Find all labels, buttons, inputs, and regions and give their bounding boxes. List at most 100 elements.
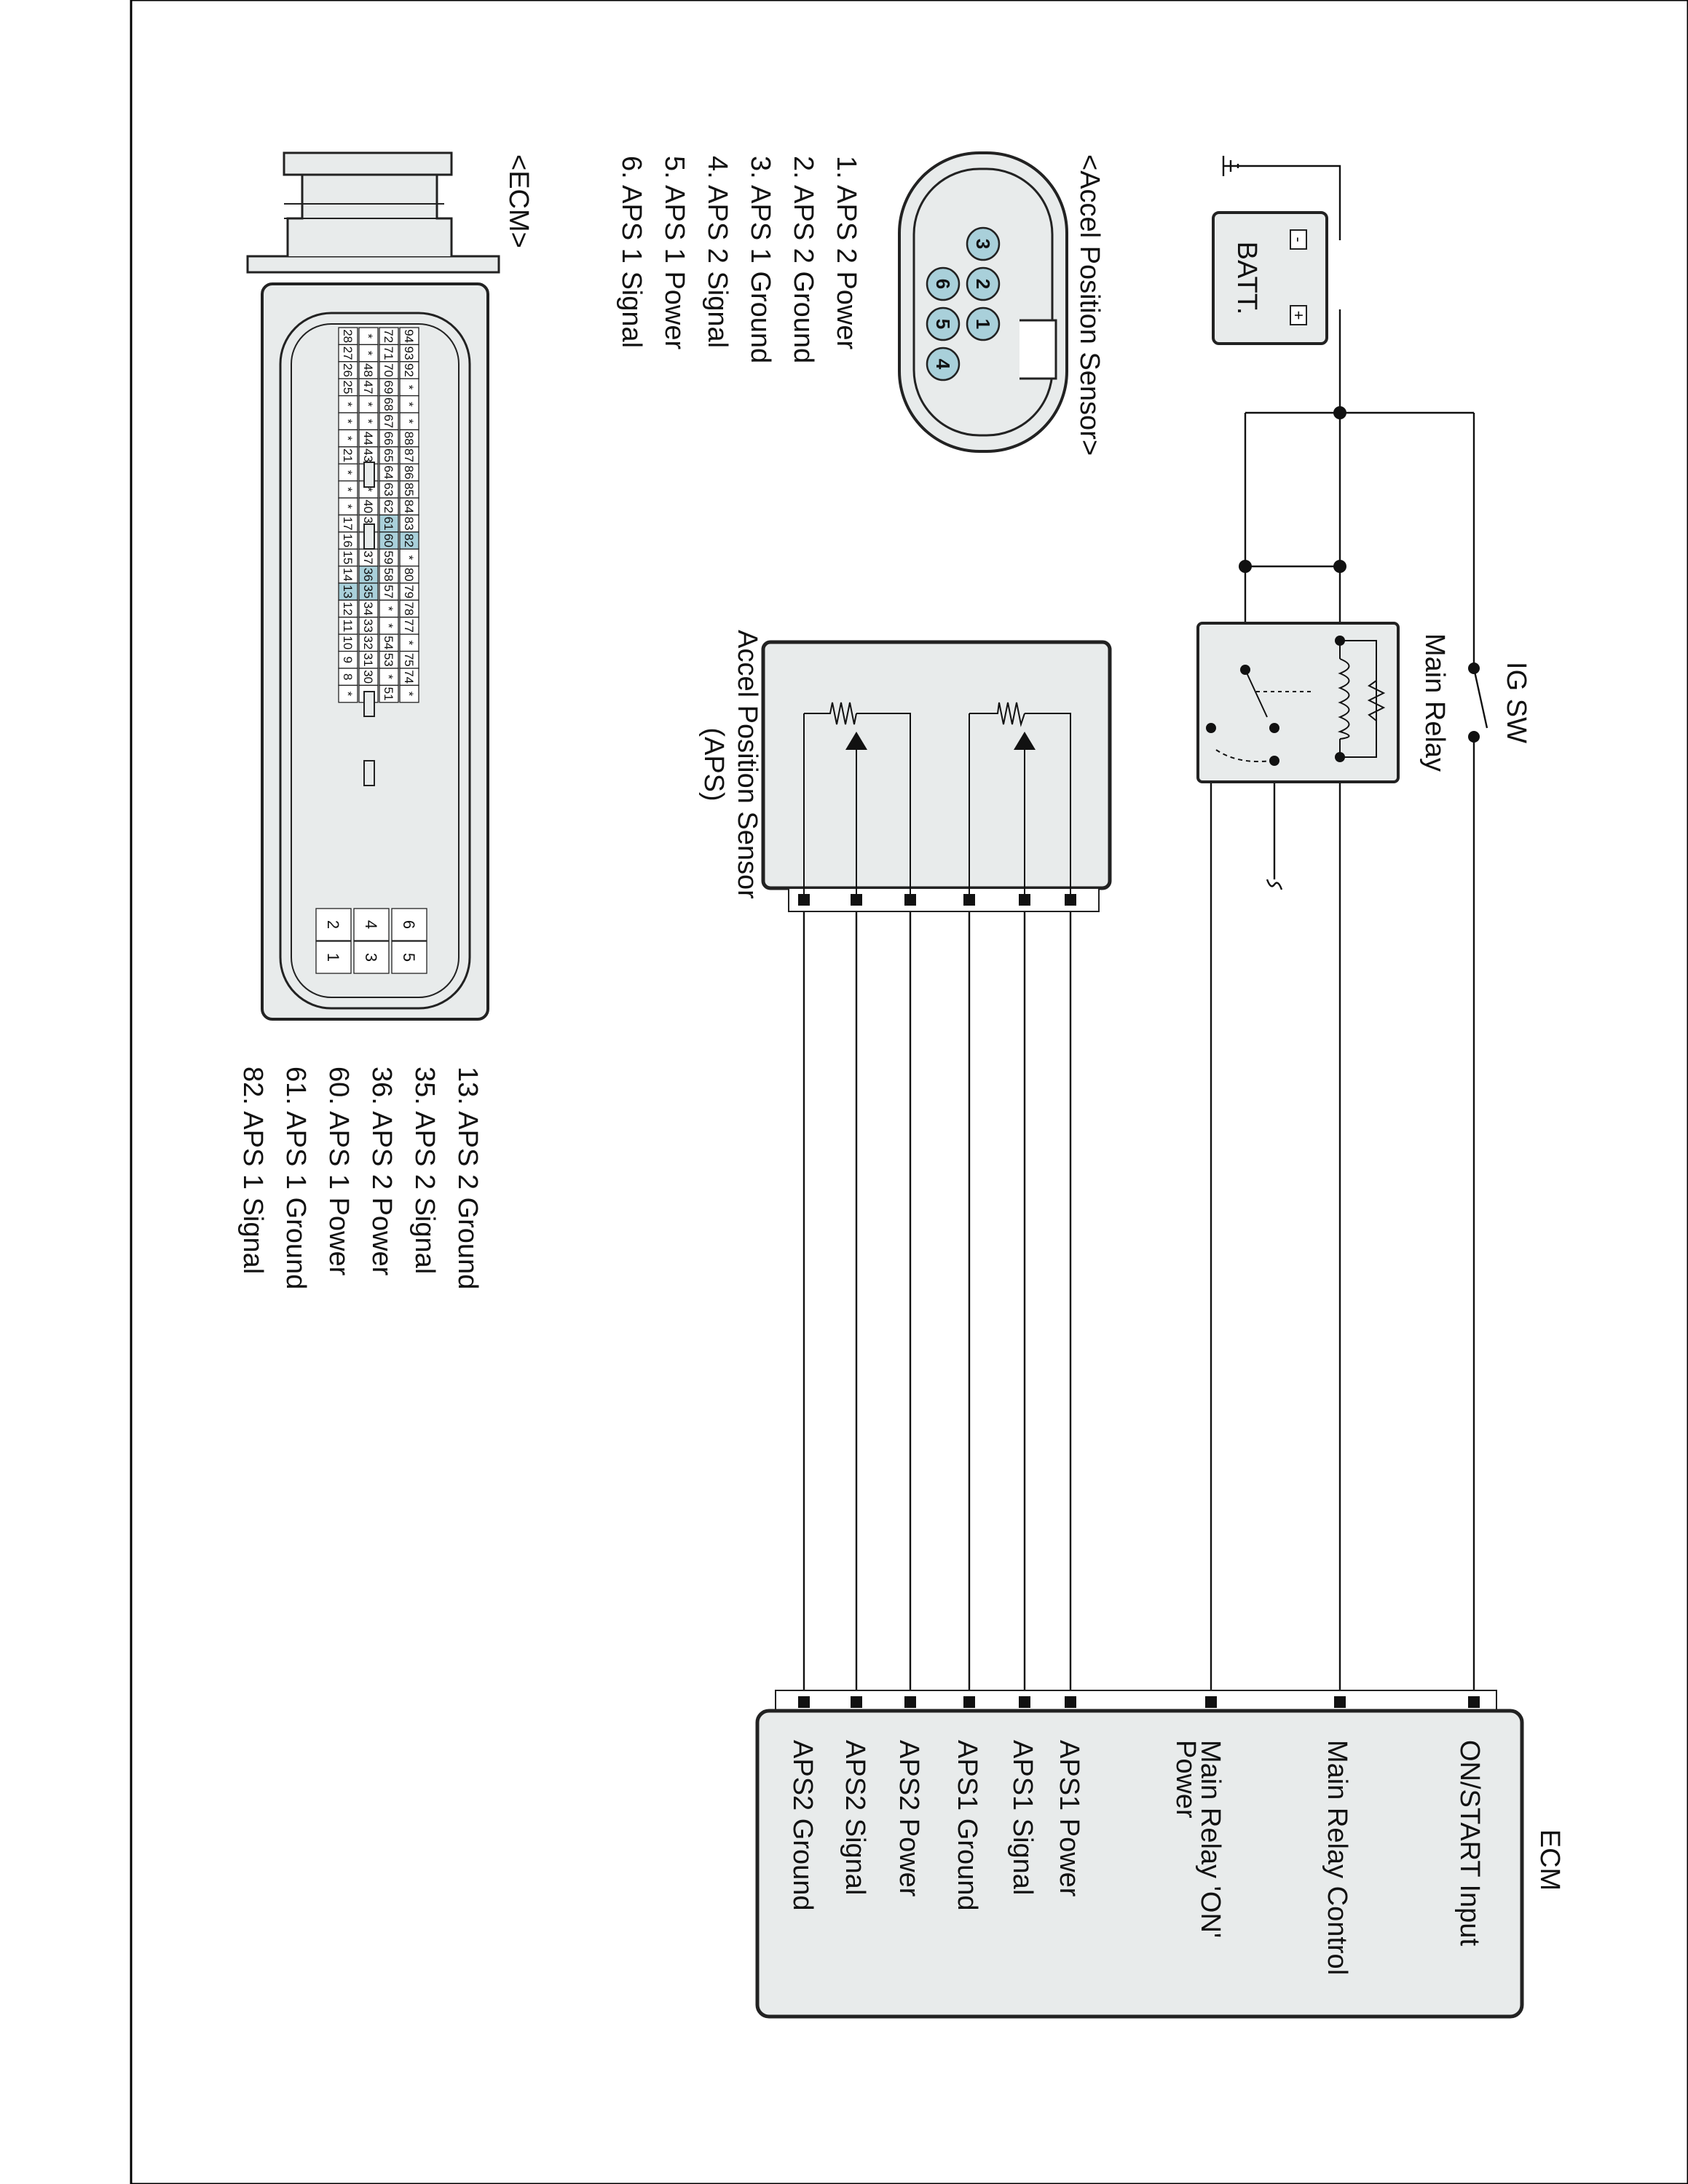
- ecm-terminal-aps2-power: APS2 Power: [894, 1740, 924, 1897]
- aps-legend-4: 4. APS 2 Signal: [702, 156, 733, 348]
- aps-legend-1: 1. APS 2 Power: [831, 156, 861, 349]
- ecm-legend-61: 61. APS 1 Ground: [280, 1067, 311, 1289]
- ecm-box: [755, 1690, 1524, 2019]
- terminal-pins: [798, 894, 1480, 1708]
- ecm-power-pin-number: 6: [400, 920, 418, 929]
- batt-label: BATT.: [1231, 242, 1262, 315]
- aps-connector-face: 3 2 1 6 5 4: [898, 151, 1068, 453]
- ecm-pin-number: 51: [382, 687, 395, 701]
- ecm-power-pin-cell: [391, 908, 427, 941]
- ecm-pin-number: 70: [382, 363, 395, 377]
- ecm-pin-number: *: [341, 436, 355, 441]
- ecm-pin-number: *: [341, 504, 355, 509]
- ecm-pin-number: 27: [341, 347, 355, 360]
- ecm-pin-number: 26: [341, 363, 355, 377]
- ecm-pin-number: 93: [402, 347, 416, 360]
- ecm-pin-number: *: [402, 641, 416, 646]
- ecm-pin-number: 12: [341, 602, 355, 616]
- ecm-pin-number: *: [361, 487, 375, 492]
- ecm-pin-number: 83: [402, 517, 416, 531]
- ecm-pin-number: 72: [382, 329, 395, 343]
- ecm-pin-number: *: [402, 385, 416, 390]
- ecm-pin-number: *: [341, 692, 355, 697]
- aps-legend-2: 2. APS 2 Ground: [788, 156, 819, 363]
- ecm-pin-number: 79: [402, 585, 416, 598]
- ecm-power-pin-cell: [315, 908, 352, 941]
- aps-legend-6: 6. APS 1 Signal: [616, 156, 647, 348]
- ecm-pin-number: 62: [382, 499, 395, 513]
- ecm-legend-82: 82. APS 1 Signal: [237, 1067, 268, 1274]
- ecm-terminal-aps1-power: APS1 Power: [1054, 1740, 1084, 1897]
- aps-pin-6: 6: [932, 279, 954, 289]
- main-relay: [1196, 622, 1400, 783]
- ecm-power-pin-number: 1: [324, 953, 342, 962]
- ecm-pin-number: 78: [402, 602, 416, 616]
- ecm-pin-number: 88: [402, 432, 416, 446]
- ecm-pin-number: 77: [402, 619, 416, 633]
- ecm-pin-number: 75: [402, 653, 416, 667]
- aps-box-label-1: Accel Position Sensor: [732, 630, 762, 899]
- ecm-legend-35: 35. APS 2 Signal: [409, 1067, 440, 1274]
- aps-pin-4: 4: [932, 359, 954, 370]
- ecm-terminal-aps2-ground: APS2 Ground: [787, 1740, 818, 1910]
- main-relay-label: Main Relay: [1419, 633, 1450, 772]
- ecm-terminal-aps2-signal: APS2 Signal: [840, 1740, 870, 1895]
- ecm-pin-number: 87: [402, 448, 416, 462]
- ecm-pin-number: 10: [341, 636, 355, 649]
- ecm-pin-number: 48: [361, 363, 375, 377]
- ecm-power-pin-cell: [353, 908, 390, 941]
- ecm-pin-number: *: [341, 419, 355, 424]
- ecm-power-pin-cell: [315, 941, 352, 974]
- ecm-pin-number: 65: [382, 448, 395, 462]
- ecm-terminal-aps1-ground: APS1 Ground: [952, 1740, 982, 1910]
- ecm-pin-number: *: [402, 555, 416, 561]
- aps-legend-3: 3. APS 1 Ground: [745, 156, 776, 363]
- ecm-pin-number: *: [361, 419, 375, 424]
- ecm-pin-number: 58: [382, 568, 395, 582]
- ecm-pin-number: 85: [402, 483, 416, 496]
- ecm-power-pin-cell: [353, 941, 390, 974]
- ecm-pin-number: 67: [382, 414, 395, 428]
- ecm-pin-number: 16: [341, 534, 355, 547]
- ecm-pin-number: 32: [361, 636, 375, 649]
- ecm-connector-legend: 13. APS 2 Ground 35. APS 2 Signal 36. AP…: [237, 1067, 483, 1289]
- ecm-pin-number: *: [382, 674, 395, 679]
- aps-legend-5: 5. APS 1 Power: [659, 156, 690, 349]
- ecm-pin-number: 37: [361, 550, 375, 564]
- ecm-power-pin-number: 5: [400, 953, 418, 962]
- ecm-pin-number: 63: [382, 483, 395, 496]
- ecm-pin-number: 15: [341, 550, 355, 564]
- ecm-pin-number: *: [382, 606, 395, 612]
- ecm-terminal-labels: ON/START Input Main Relay Control Main R…: [787, 1740, 1485, 1975]
- ecm-pin-number: 11: [341, 620, 355, 633]
- ecm-pin-number: *: [402, 419, 416, 424]
- ecm-pin-number: *: [402, 402, 416, 407]
- aps-pin-3: 3: [972, 239, 994, 249]
- ecm-pin-number: 28: [341, 329, 355, 343]
- ecm-pin-number: *: [361, 333, 375, 339]
- ecm-legend-60: 60. APS 1 Power: [323, 1067, 354, 1276]
- ecm-pin-number: 60: [382, 534, 395, 547]
- ecm-pin-number: *: [402, 692, 416, 697]
- ecm-connector-face: 949392***88878685848382*80797877*7574*72…: [246, 151, 500, 1021]
- ecm-pin-number: 40: [361, 499, 375, 513]
- ecm-pin-number: 53: [382, 653, 395, 667]
- ecm-terminal-aps1-signal: APS1 Signal: [1007, 1740, 1038, 1895]
- ecm-power-pin-cell: [391, 941, 427, 974]
- batt-plus: +: [1290, 311, 1308, 320]
- ecm-pin-number: 54: [382, 636, 395, 649]
- ecm-connector-header: <ECM>: [503, 154, 534, 248]
- ecm-pin-number: 66: [382, 432, 395, 446]
- aps-connector-header: <Accel Position Sensor>: [1074, 154, 1105, 456]
- ecm-pin-number: 30: [361, 670, 375, 684]
- page-frame: [130, 0, 1688, 2184]
- ecm-pin-number: 61: [382, 517, 395, 531]
- aps-connector-legend: 1. APS 2 Power 2. APS 2 Ground 3. APS 1 …: [616, 156, 861, 363]
- ecm-pin-number: 71: [382, 347, 395, 360]
- ecm-pin-number: 69: [382, 380, 395, 394]
- ecm-pin-number: 14: [341, 568, 355, 582]
- junction-dots: [1239, 406, 1480, 743]
- ecm-pin-number: 47: [361, 380, 375, 394]
- ecm-pin-number: 59: [382, 550, 395, 564]
